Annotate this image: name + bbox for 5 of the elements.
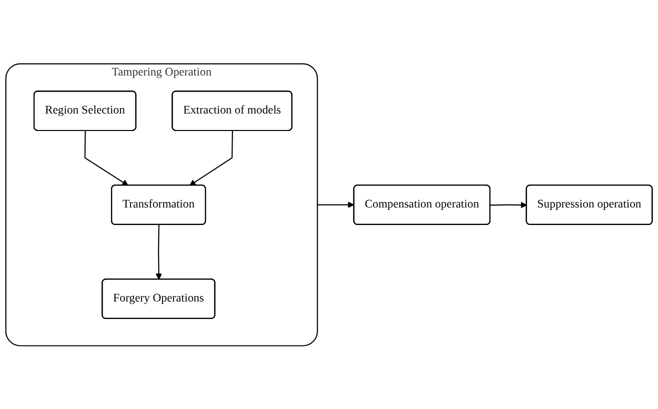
arrow bbox=[84, 130, 128, 186]
arrow bbox=[317, 201, 354, 208]
arrow bbox=[156, 224, 162, 280]
arrow bbox=[189, 130, 233, 186]
arrow bbox=[490, 202, 528, 208]
